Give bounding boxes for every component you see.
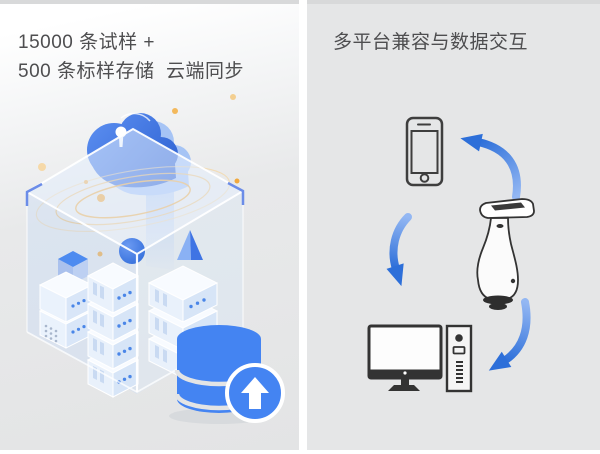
arrow-device-to-phone	[460, 133, 521, 201]
cloud-storage-illustration	[25, 94, 285, 424]
arrow-phone-to-computer	[386, 213, 412, 287]
cube-edges	[25, 127, 245, 394]
tower-icon	[445, 324, 473, 393]
compatibility-panel: 多平台兼容与数据交互	[307, 0, 600, 450]
cloud-storage-panel: 15000 条试样 + 500 条标样存储 云端同步	[0, 0, 299, 450]
device-sync-illustration	[367, 116, 535, 393]
upload-arrow-icon	[225, 363, 285, 423]
compatibility-title: 多平台兼容与数据交互	[333, 32, 529, 53]
pyramid-icon	[177, 230, 203, 260]
database-icon	[169, 325, 285, 424]
smartphone-icon	[405, 116, 444, 187]
server-racks	[39, 262, 218, 398]
monitor-icon	[367, 324, 443, 391]
panel-divider	[299, 0, 307, 450]
sync-arrows	[386, 133, 531, 371]
storage-title-line1: 15000 条试样 +	[18, 32, 155, 53]
storage-title: 15000 条试样 + 500 条标样存储 云端同步	[18, 28, 244, 86]
arrow-device-to-computer	[488, 298, 531, 371]
handheld-colorimeter-icon	[476, 198, 535, 310]
server-tower-middle	[87, 262, 139, 398]
desktop-computer-icon	[367, 324, 473, 393]
storage-title-line2: 500 条标样存储 云端同步	[18, 61, 245, 82]
server-tower-left	[39, 271, 93, 349]
